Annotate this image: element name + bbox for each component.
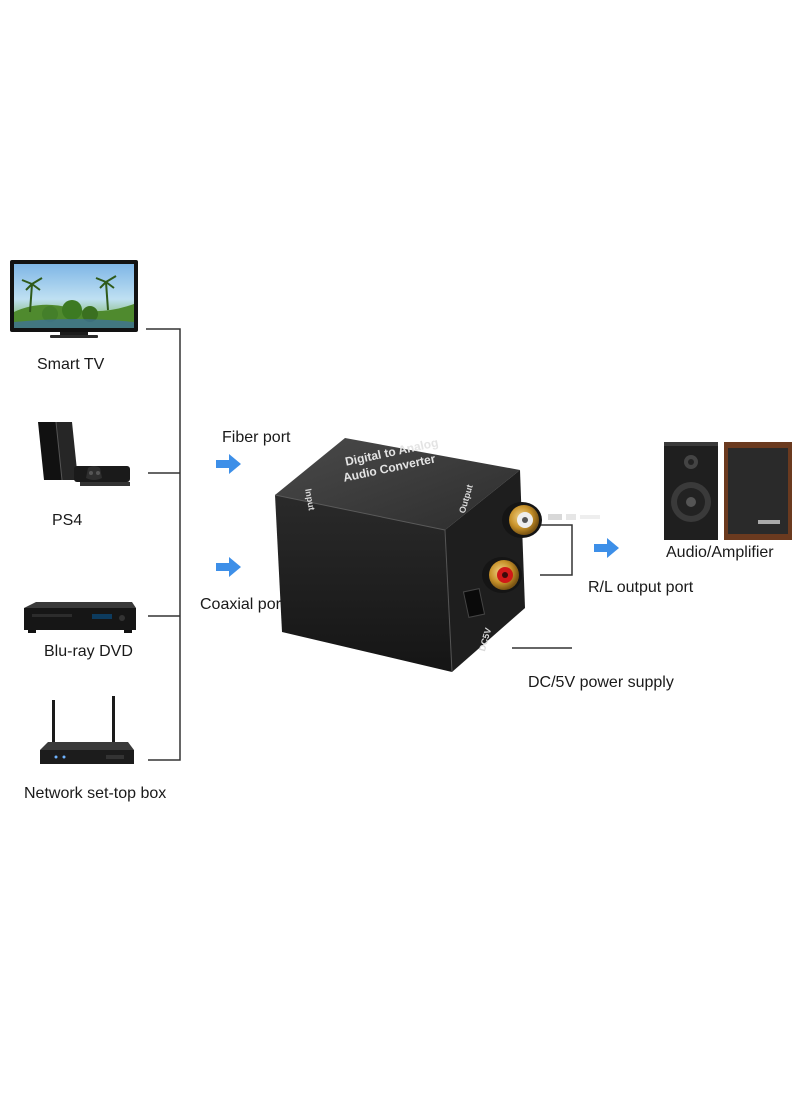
smart-tv-icon <box>10 260 138 338</box>
coaxial-arrow-icon <box>216 557 241 577</box>
coaxial-port-label: Coaxial port <box>200 596 286 613</box>
fiber-arrow-icon <box>216 454 241 474</box>
rl-output-label: R/L output port <box>588 579 694 596</box>
source-label-network-set-top-box: Network set-top box <box>24 785 167 802</box>
source-bus-line <box>146 328 181 761</box>
speakers-label: Audio/Amplifier <box>666 544 774 561</box>
router-icon <box>40 696 134 764</box>
speakers-icon <box>664 442 792 540</box>
source-label-ps4: PS4 <box>52 512 83 529</box>
rca-plug-icon <box>548 514 600 520</box>
rl-output-line <box>540 524 573 576</box>
source-label-smart-tv: Smart TV <box>37 356 105 373</box>
ps4-console-icon <box>38 421 130 486</box>
converter-device <box>274 438 542 673</box>
fiber-port-label: Fiber port <box>222 429 291 446</box>
source-label-bluray-dvd: Blu-ray DVD <box>44 643 133 660</box>
power-supply-label: DC/5V power supply <box>528 674 674 691</box>
output-arrow-icon <box>594 538 619 558</box>
bluray-player-icon <box>24 602 136 633</box>
